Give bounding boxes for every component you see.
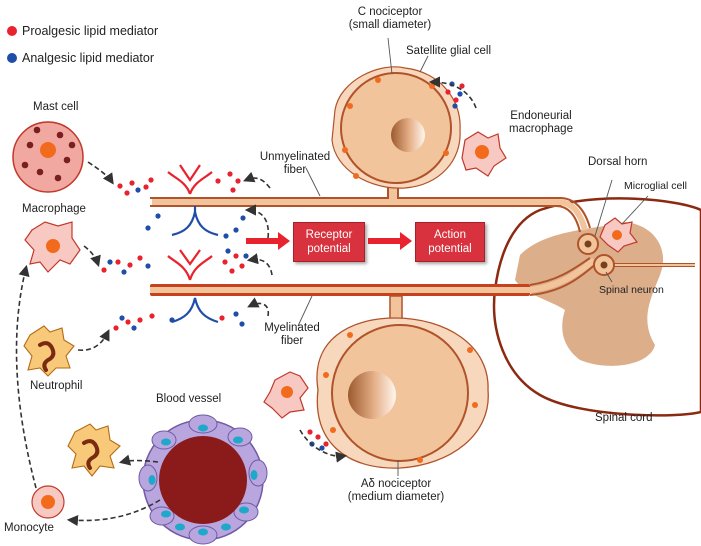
blood-vessel <box>138 414 268 545</box>
adelta-nociceptor-label: Aδ nociceptor (medium diameter) <box>347 478 445 503</box>
spinal-neuron <box>577 233 695 276</box>
dorsal-horn-tissue <box>515 222 664 366</box>
neutrophil-cell-upper <box>23 325 75 377</box>
receptor-proalgesic-top <box>167 164 213 195</box>
legend-proalgesic-label: Proalgesic lipid mediator <box>22 24 159 38</box>
dashed-arrows <box>15 76 477 527</box>
microglial-cell-label: Microglial cell <box>624 180 688 192</box>
mediator-dots-red <box>101 83 465 447</box>
monocyte-label: Monocyte <box>4 522 54 534</box>
action-potential-box: Action potential <box>415 222 485 262</box>
spinal-cord-label: Spinal cord <box>595 412 653 424</box>
blood-vessel-label: Blood vessel <box>156 393 222 405</box>
spinal-neuron-label: Spinal neuron <box>599 284 664 296</box>
receptor-analgesic-top <box>171 206 219 237</box>
receptor-proalgesic-bottom <box>167 249 213 281</box>
mast-cell <box>12 121 84 193</box>
unmyelinated-fiber-label: Unmyelinated fiber <box>259 151 331 176</box>
c-nociceptor <box>331 66 461 189</box>
receptor-analgesic-bottom <box>171 297 219 324</box>
legend-proalgesic-dot <box>7 26 17 36</box>
myelinated-fiber-label: Myelinated fiber <box>264 322 320 347</box>
neutrophil-cell-lower <box>67 423 121 477</box>
endoneurial-macrophage-label: Endoneurial macrophage <box>509 110 573 135</box>
legend-analgesic-dot <box>7 53 17 63</box>
receptor-potential-box: Receptor potential <box>293 222 365 262</box>
signal-arrow-2 <box>368 232 412 250</box>
neutrophil-label: Neutrophil <box>30 380 83 392</box>
leader-lines <box>297 37 649 476</box>
legend-analgesic-label: Analgesic lipid mediator <box>22 51 155 65</box>
satellite-glial-cell-label: Satellite glial cell <box>406 45 492 57</box>
myelinated-fiber <box>150 257 599 323</box>
adelta-nociceptor <box>316 317 489 469</box>
dorsal-horn-label: Dorsal horn <box>588 156 648 168</box>
signal-arrow-1 <box>246 232 290 250</box>
c-nociceptor-label: C nociceptor (small diameter) <box>348 6 432 31</box>
macrophage-label: Macrophage <box>22 203 86 215</box>
mast-cell-label: Mast cell <box>33 101 79 113</box>
monocyte-cell <box>31 485 65 519</box>
